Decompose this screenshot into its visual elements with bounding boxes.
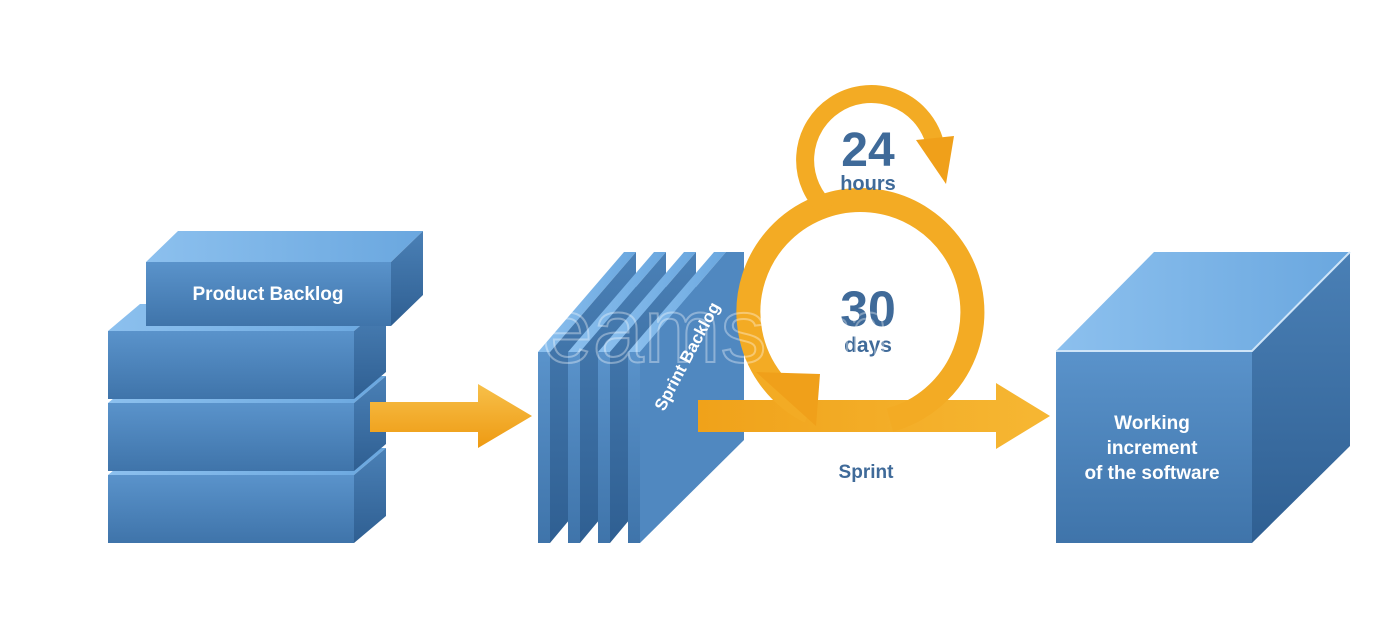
increment-label-line3: of the software (1084, 463, 1219, 484)
daily-cycle-arrowhead (916, 136, 954, 184)
sprint-cycle-loop: 30 days (736, 188, 985, 432)
sprint-label: Sprint (839, 462, 895, 483)
sprint-backlog-stack: Sprint Backlog (538, 252, 744, 543)
product-backlog-stack: Product Backlog (108, 231, 423, 543)
watermark: dreamstime (460, 280, 941, 382)
product-backlog-label: Product Backlog (193, 284, 344, 305)
sprint-backlog-page-front: Sprint Backlog (628, 252, 744, 543)
sprint-cycle-unit: days (844, 334, 892, 357)
arrow-to-sprint-backlog (370, 384, 532, 448)
daily-cycle-unit: hours (840, 173, 896, 195)
product-backlog-top-slab: Product Backlog (146, 231, 423, 326)
increment-label-line2: increment (1107, 438, 1198, 459)
increment-label-line1: Working (1114, 413, 1190, 434)
sprint-cycle-arrowhead (756, 372, 820, 426)
working-increment-cube: Working increment of the software (1056, 251, 1351, 543)
sprint-cycle-number: 30 (840, 281, 896, 337)
daily-cycle-loop: 24 hours (796, 85, 954, 217)
daily-cycle-number: 24 (841, 124, 895, 177)
sprint-arrow (698, 383, 1050, 449)
